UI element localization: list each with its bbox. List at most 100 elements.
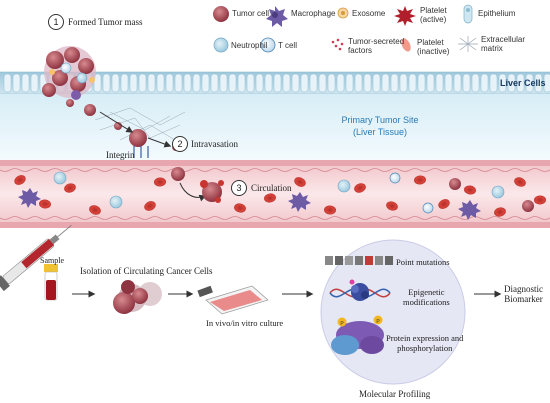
- epithelial-cell: [426, 73, 435, 93]
- epithelial-cell: [12, 73, 21, 93]
- red-blood-cell: [154, 177, 166, 187]
- step-2-label: Intravasation: [191, 139, 238, 149]
- epithelial-cell: [534, 73, 543, 93]
- epithelial-cell: [453, 73, 462, 93]
- epithelial-cell: [111, 73, 120, 93]
- circulating-tumor-cell: [449, 178, 461, 190]
- platelet-active-icon: [394, 6, 416, 26]
- epithelial-cell: [408, 73, 417, 93]
- epithelial-cell: [390, 73, 399, 93]
- epithelial-cell: [507, 73, 516, 93]
- liver-cells-label: Liver Cells: [500, 78, 546, 88]
- red-blood-cell: [386, 201, 398, 211]
- neutrophil-icon: [213, 37, 229, 53]
- epithelial-cell: [399, 73, 408, 93]
- legend-t-cell: T cell: [278, 41, 297, 50]
- red-blood-cell: [64, 183, 76, 193]
- epithelial-cell: [543, 73, 550, 93]
- red-blood-cell: [438, 199, 450, 209]
- epithelial-cell: [300, 73, 309, 93]
- integrin-marks: [133, 146, 149, 158]
- legend-exosome: Exosome: [352, 9, 386, 18]
- red-blood-cell: [514, 177, 526, 187]
- epithelial-cell: [192, 73, 201, 93]
- circulating-tumor-cluster: [200, 180, 224, 203]
- syringe-icon: [0, 224, 72, 295]
- blood-tube-icon: [44, 264, 58, 301]
- macrophage-icon: [266, 6, 288, 27]
- red-blood-cell: [294, 177, 306, 187]
- epithelial-cell: [183, 73, 192, 93]
- neutrophil-cell: [53, 171, 67, 185]
- epithelial-cell: [480, 73, 489, 93]
- red-blood-cell: [414, 175, 426, 185]
- epithelial-cell: [147, 73, 156, 93]
- svg-text:P: P: [340, 321, 344, 327]
- macrophage-cell: [458, 200, 481, 220]
- protein-phosphorylation-icon: P P: [331, 315, 384, 355]
- t-cell: [422, 202, 434, 214]
- legend-tumor-cell: Tumor cell: [232, 9, 270, 18]
- red-blood-cell: [494, 207, 506, 217]
- red-blood-cell: [14, 175, 26, 185]
- step-1-label: Formed Tumor mass: [68, 17, 143, 27]
- liver-tissue-area: [0, 94, 550, 162]
- epithelial-cell: [363, 73, 372, 93]
- epithelial-cell: [309, 73, 318, 93]
- macrophage-cell: [288, 192, 311, 212]
- exosome-icon: [337, 7, 349, 19]
- epithelial-cell: [435, 73, 444, 93]
- epigenetic-modifications-label: Epigenetic modifications: [403, 287, 450, 307]
- molecular-profiling-panel: P P: [320, 239, 466, 385]
- red-blood-cell: [89, 205, 101, 215]
- svg-text:P: P: [376, 319, 380, 325]
- epithelial-cell: [372, 73, 381, 93]
- red-blood-cell: [354, 183, 366, 193]
- epithelial-cell: [120, 73, 129, 93]
- neutrophil-cell: [109, 195, 123, 209]
- step-1-marker: 1: [48, 14, 64, 30]
- tumor-secreted-factors-icon: [331, 38, 344, 51]
- red-blood-cell: [264, 193, 276, 203]
- legend-macrophage: Macrophage: [291, 9, 336, 18]
- macrophage-cell: [18, 188, 41, 208]
- epithelial-cell: [291, 73, 300, 93]
- epithelial-cell: [516, 73, 525, 93]
- step-2-marker: 2: [172, 136, 188, 152]
- platelet-inactive-icon: [401, 38, 411, 52]
- legend-tumor-secreted-factors: Tumor-secreted factors: [348, 37, 405, 55]
- step-3-label: Circulation: [251, 183, 292, 193]
- t-cell: [389, 172, 401, 184]
- t-cell-icon: [260, 37, 276, 53]
- epithelial-cell: [444, 73, 453, 93]
- epithelial-cell: [21, 73, 30, 93]
- process-arrows: [99, 111, 207, 202]
- legend-extracellular-matrix: Extracellular matrix: [481, 35, 526, 53]
- epithelial-cell: [102, 73, 111, 93]
- epithelial-cell: [165, 73, 174, 93]
- epithelial-cell: [138, 73, 147, 93]
- step-3-marker: 3: [231, 180, 247, 196]
- epithelial-cell: [417, 73, 426, 93]
- epithelial-cell: [255, 73, 264, 93]
- epithelial-cell: [498, 73, 507, 93]
- epithelial-cell: [174, 73, 183, 93]
- epithelial-cell: [219, 73, 228, 93]
- isolated-cancer-cells: [113, 280, 162, 314]
- epithelial-cell: [282, 73, 291, 93]
- legend-platelet-inactive: Platelet (inactive): [417, 38, 450, 56]
- diagnostic-biomarker-label: Diagnostic Biomarker: [504, 284, 543, 304]
- primary-tumor-site-label: Primary Tumor Site (Liver Tissue): [341, 115, 419, 137]
- epithelial-cell: [462, 73, 471, 93]
- epithelial-cell: [264, 73, 273, 93]
- legend-epithelium: Epithelium: [478, 9, 516, 18]
- epithelial-cell: [93, 73, 102, 93]
- sample-label: Sample: [40, 256, 64, 265]
- epithelial-cell: [318, 73, 327, 93]
- epithelial-cell: [273, 73, 282, 93]
- epithelial-cell: [3, 73, 12, 93]
- red-blood-cell: [39, 199, 51, 209]
- integrin-label: Integrin: [106, 150, 135, 160]
- epithelial-cell: [228, 73, 237, 93]
